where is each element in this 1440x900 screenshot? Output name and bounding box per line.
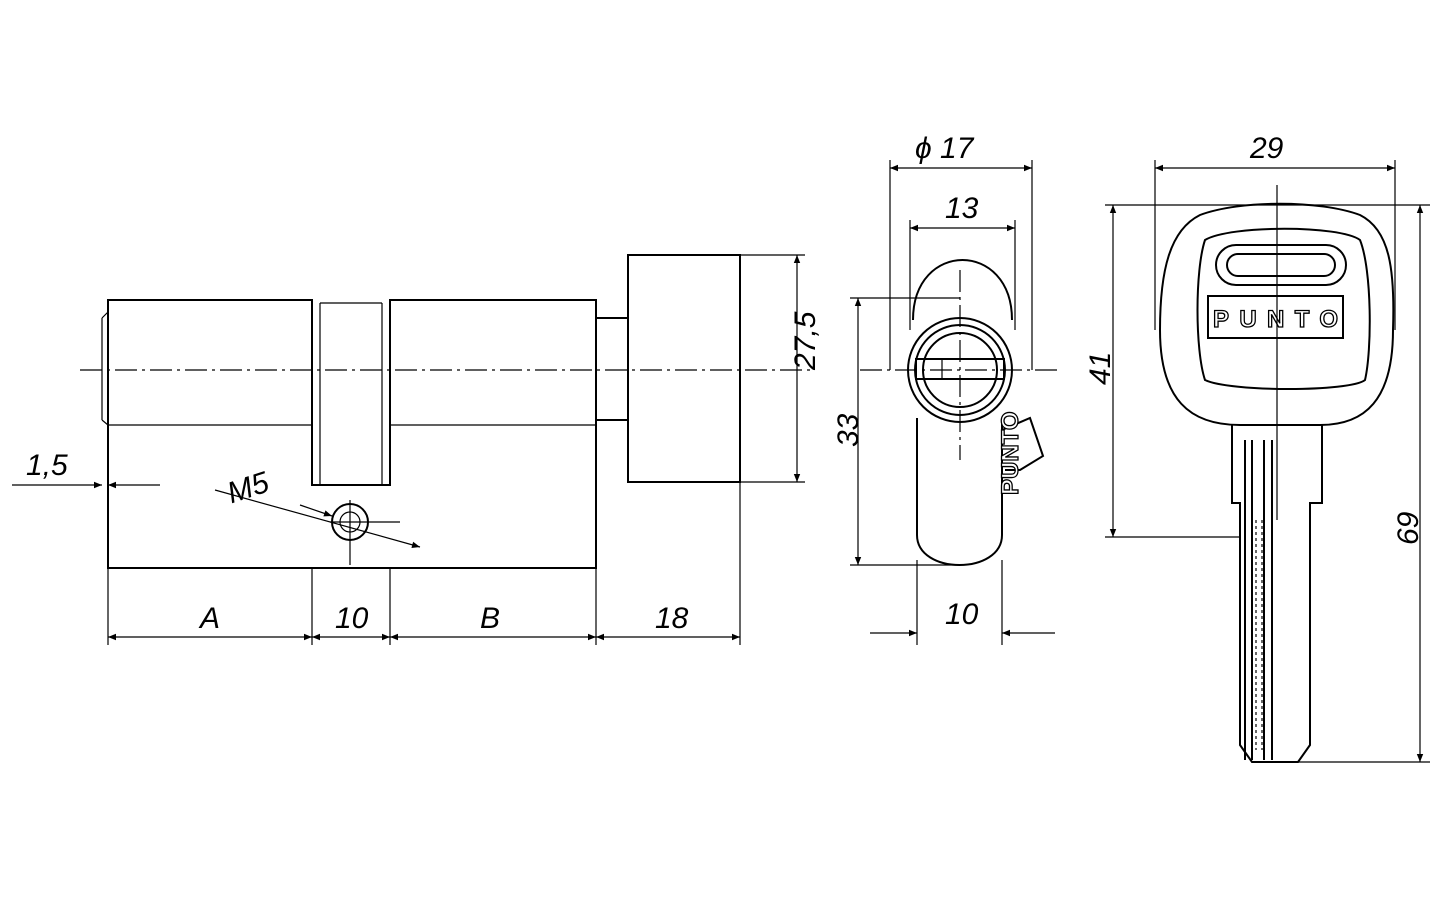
key-view: PUNTO 29 41 69 bbox=[1084, 132, 1430, 763]
front-logo: PUNTO bbox=[997, 411, 1024, 495]
dim-thread-label: M5 bbox=[223, 466, 273, 510]
key-logo: PUNTO bbox=[1213, 306, 1338, 333]
dim-key-width-label: 29 bbox=[1249, 132, 1284, 165]
dim-key-length-label: 69 bbox=[1392, 511, 1425, 545]
knob bbox=[627, 254, 741, 483]
cylinder-side-view: M5 1,5 A 10 B 18 27,5 bbox=[12, 254, 822, 645]
shaft bbox=[595, 317, 629, 421]
dim-diameter-label: ϕ 17 bbox=[915, 132, 975, 165]
dim-width-label: 10 bbox=[945, 598, 979, 631]
dim-key-head-label: 41 bbox=[1084, 352, 1117, 385]
dim-a-label: A bbox=[198, 602, 220, 635]
cylinder-front-view: PUNTO ϕ 17 13 33 10 bbox=[832, 132, 1060, 645]
dim-inner-label: 13 bbox=[945, 192, 979, 225]
dim-cam-label: 10 bbox=[335, 602, 369, 635]
dim-knob-height-label: 27,5 bbox=[789, 311, 822, 371]
dim-offset-label: 1,5 bbox=[26, 449, 68, 482]
dim-b-label: B bbox=[480, 602, 500, 635]
dim-height-label: 33 bbox=[832, 413, 865, 447]
dim-knob-label: 18 bbox=[655, 602, 689, 635]
